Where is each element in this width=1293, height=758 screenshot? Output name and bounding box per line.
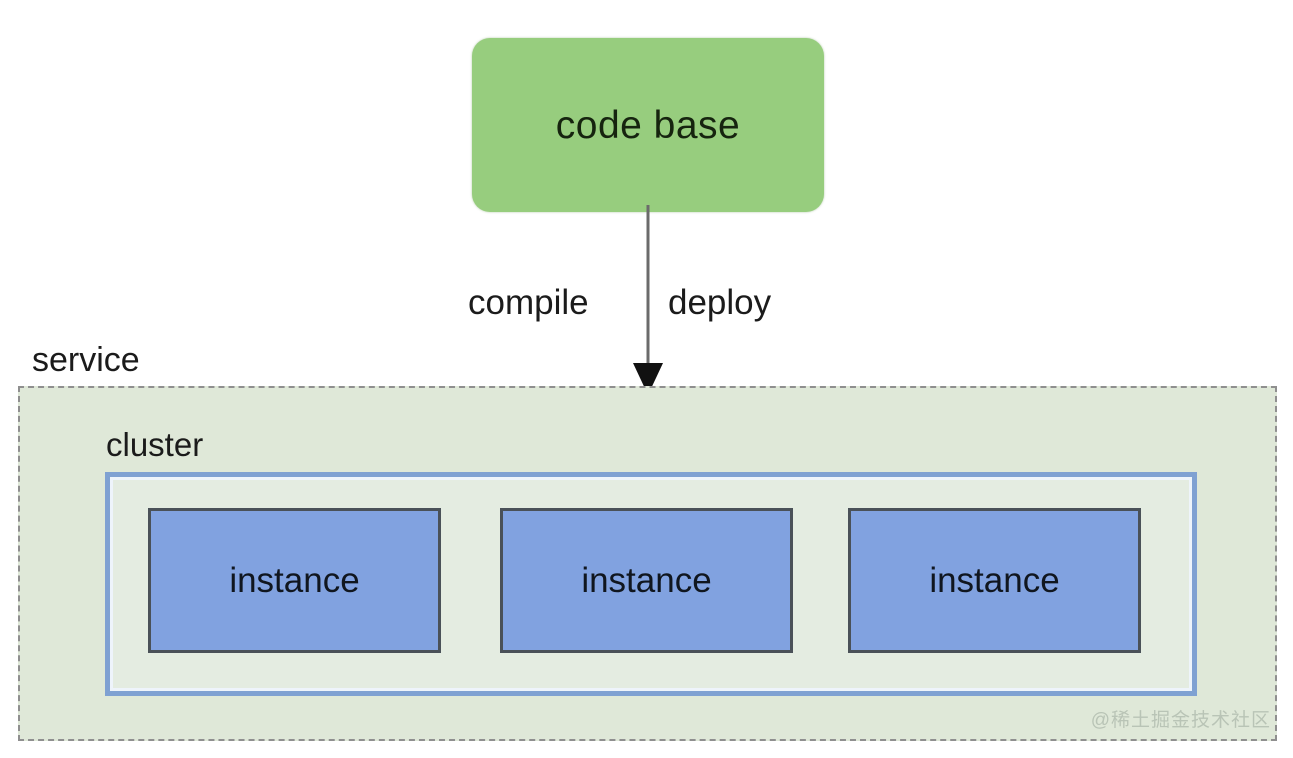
node-instance-1-label: instance xyxy=(229,561,360,600)
node-instance-3[interactable]: instance xyxy=(848,508,1141,653)
node-code-base[interactable]: code base xyxy=(472,38,824,212)
node-instance-1[interactable]: instance xyxy=(148,508,441,653)
edge-label-compile: compile xyxy=(468,283,589,322)
node-instance-2[interactable]: instance xyxy=(500,508,793,653)
node-instance-2-label: instance xyxy=(581,561,712,600)
container-service-label: service xyxy=(32,341,140,379)
container-cluster-label: cluster xyxy=(106,426,204,463)
node-instance-3-label: instance xyxy=(929,561,1060,600)
container-cluster[interactable]: instance instance instance xyxy=(105,472,1197,696)
node-code-base-label: code base xyxy=(555,103,741,147)
watermark-text: @稀土掘金技术社区 xyxy=(1090,710,1271,731)
instance-row: instance instance instance xyxy=(110,477,1192,691)
edge-label-deploy: deploy xyxy=(668,283,772,322)
